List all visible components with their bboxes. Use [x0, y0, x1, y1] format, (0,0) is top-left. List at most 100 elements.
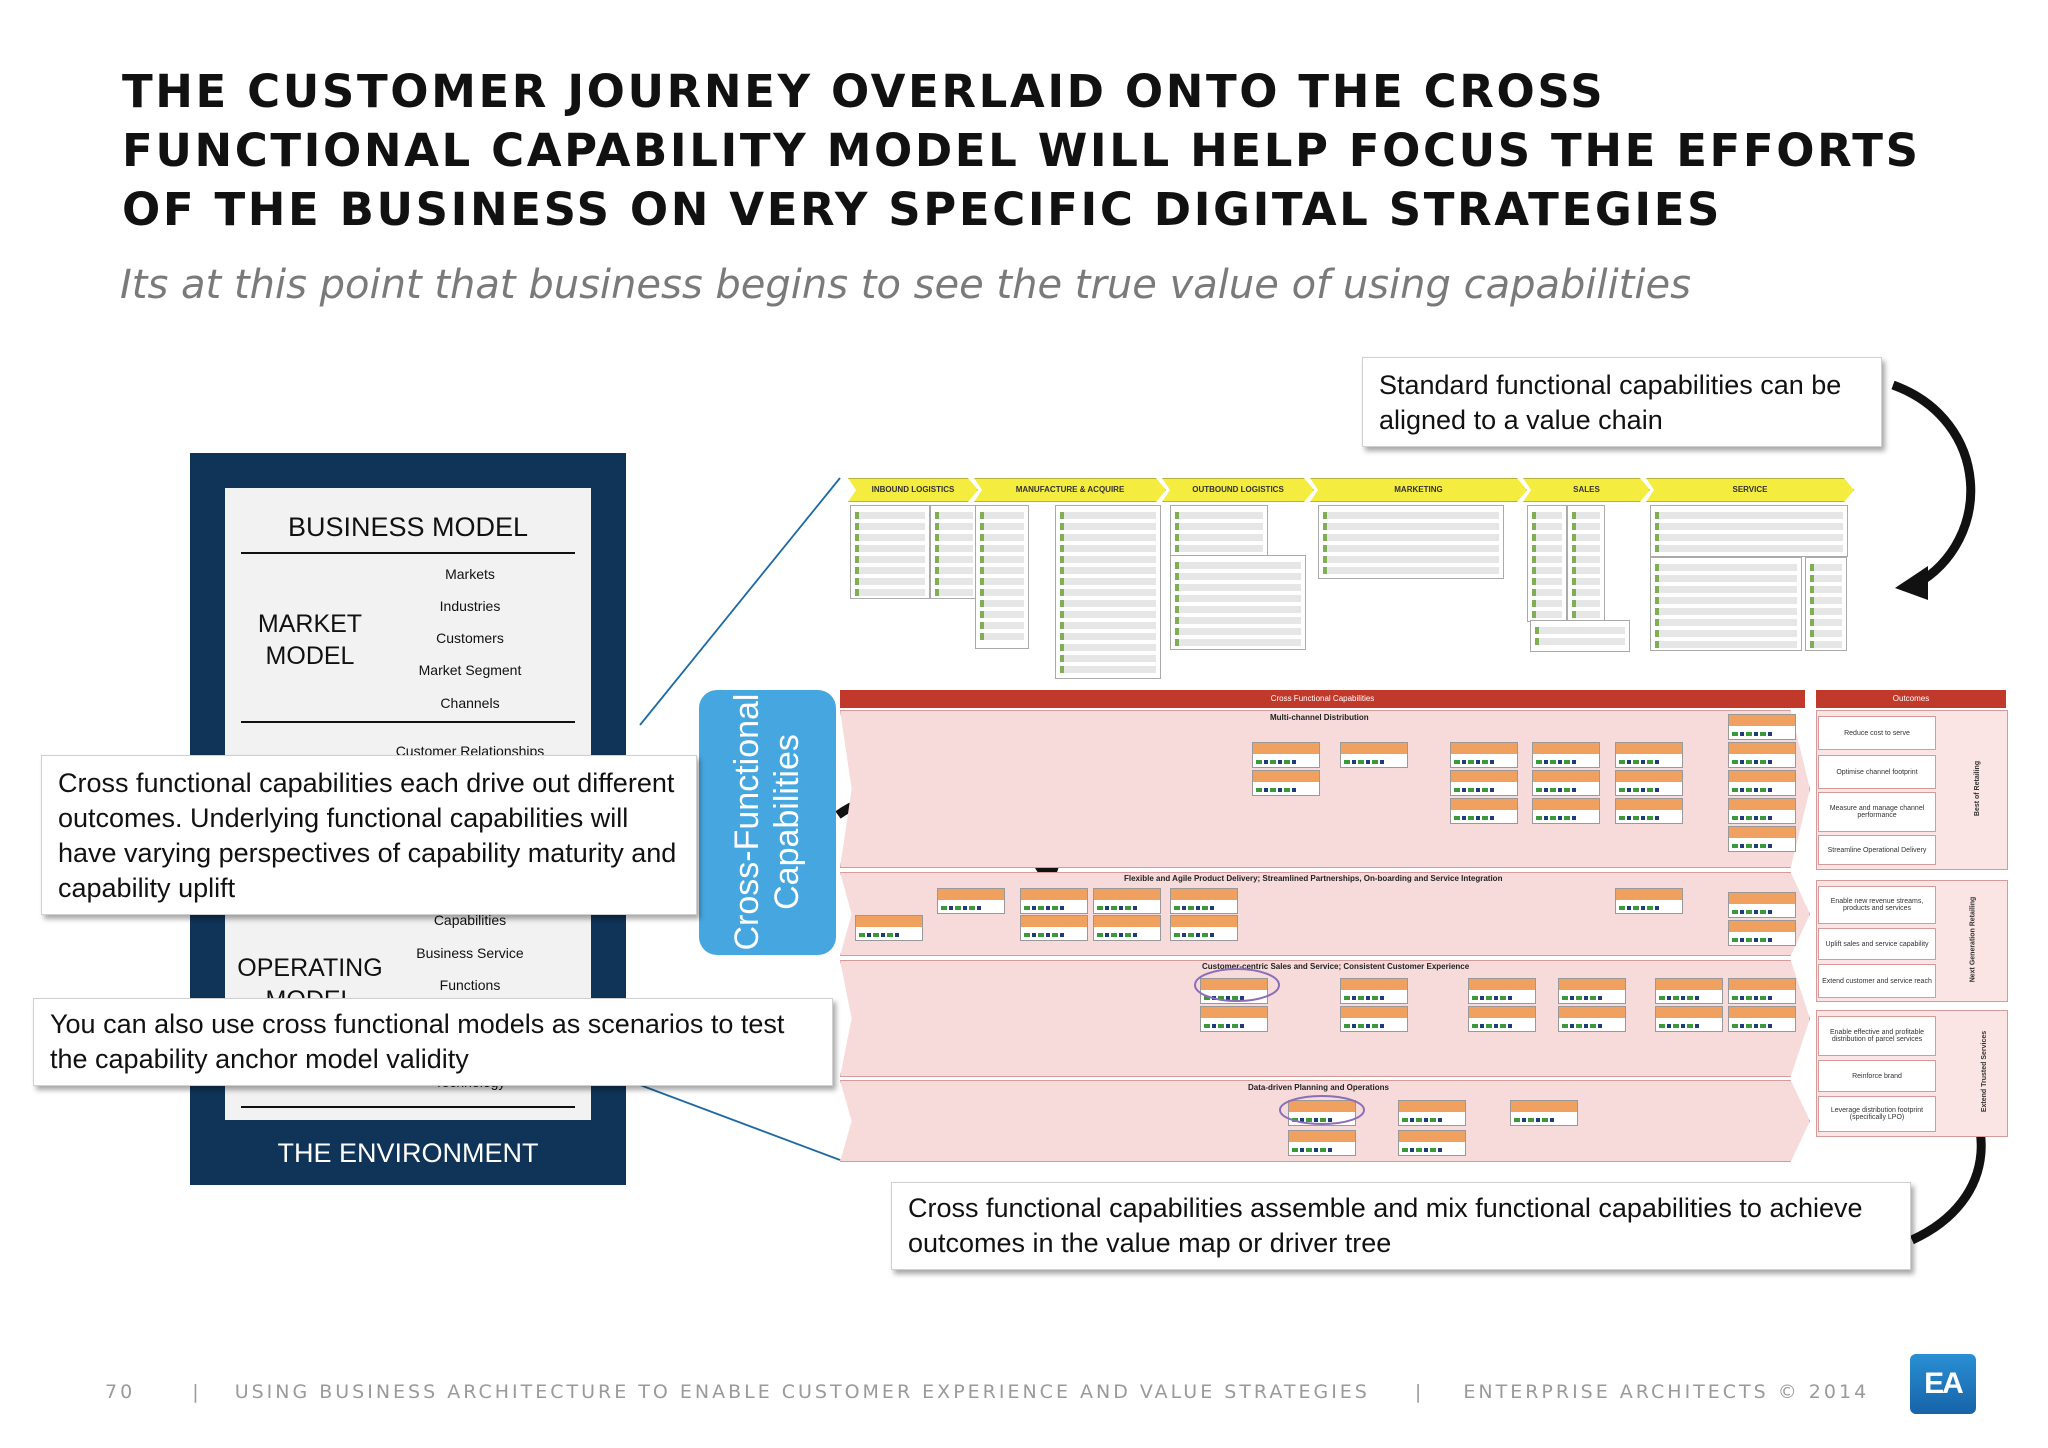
capability-item — [1323, 556, 1499, 563]
capability-item — [855, 534, 925, 541]
capability-item — [935, 556, 973, 563]
outcome-item: Extend customer and service reach — [1818, 964, 1936, 998]
zoom-line-bottom — [639, 1084, 841, 1161]
capability-item — [1572, 600, 1600, 607]
capability-group — [1170, 555, 1306, 650]
capability-item — [1572, 578, 1600, 585]
capability-item — [1655, 564, 1797, 571]
capability-item — [935, 545, 973, 552]
capability-card — [1558, 1006, 1626, 1032]
footer-separator: | — [1414, 1381, 1425, 1403]
capability-item — [1810, 575, 1842, 582]
capability-group — [1530, 620, 1630, 652]
capability-item — [1060, 556, 1156, 563]
capability-item — [1572, 523, 1600, 530]
capability-item — [1810, 564, 1842, 571]
capability-item — [1655, 534, 1843, 541]
callout-assemble: Cross functional capabilities assemble a… — [891, 1182, 1911, 1270]
cf-band-label: Flexible and Agile Product Delivery; Str… — [1124, 874, 1503, 883]
capability-item — [980, 523, 1024, 530]
capability-item — [1323, 534, 1499, 541]
capability-item — [935, 512, 973, 519]
capability-card — [1728, 798, 1796, 824]
capability-item — [855, 567, 925, 574]
capability-item — [980, 534, 1024, 541]
capability-card — [1340, 742, 1408, 768]
ea-logo: EA — [1910, 1354, 1976, 1414]
capability-card — [1532, 798, 1600, 824]
page-subtitle: Its at this point that business begins t… — [120, 262, 1691, 308]
capability-card — [855, 915, 923, 941]
capability-item — [980, 633, 1024, 640]
value-chain-stage: OUTBOUND LOGISTICS — [1162, 478, 1314, 502]
capability-item — [1060, 567, 1156, 574]
capability-card — [1532, 770, 1600, 796]
capability-card — [1093, 915, 1161, 941]
capability-item — [1655, 545, 1843, 552]
capability-group — [1527, 505, 1567, 622]
capability-card — [1728, 892, 1796, 918]
cross-functional-pill: Cross-Functional Capabilities — [699, 690, 836, 955]
capability-item — [1655, 586, 1797, 593]
capability-item — [980, 589, 1024, 596]
capability-item — [1060, 589, 1156, 596]
capability-item — [855, 512, 925, 519]
footer-title: USING BUSINESS ARCHITECTURE TO ENABLE CU… — [234, 1381, 1370, 1403]
capability-item — [1572, 512, 1600, 519]
capability-card — [1252, 742, 1320, 768]
capability-item — [980, 512, 1024, 519]
capability-card — [1615, 798, 1683, 824]
footer-separator: | — [192, 1381, 202, 1403]
outcome-item: Reduce cost to serve — [1818, 716, 1936, 750]
market-item: Market Segment — [418, 662, 522, 678]
capability-item — [1175, 628, 1301, 635]
capability-group — [1805, 557, 1847, 651]
capability-item — [1810, 619, 1842, 626]
capability-card — [937, 888, 1005, 914]
capability-card — [1450, 770, 1518, 796]
capability-item — [855, 578, 925, 585]
capability-item — [980, 556, 1024, 563]
capability-item — [980, 545, 1024, 552]
capability-item — [1060, 512, 1156, 519]
outcome-group-label: Next Generation Retailing — [1969, 896, 1977, 983]
capability-card — [1450, 742, 1518, 768]
capability-item — [1655, 630, 1797, 637]
callout-outcomes: Cross functional capabilities each drive… — [41, 755, 697, 915]
capability-item — [1655, 597, 1797, 604]
market-item: Customers — [436, 630, 504, 646]
capability-item — [1572, 567, 1600, 574]
capability-card — [1558, 978, 1626, 1004]
capability-card — [1728, 920, 1796, 946]
operating-item: Functions — [439, 977, 501, 993]
capability-item — [1655, 575, 1797, 582]
operating-item: Business Service — [416, 945, 524, 961]
capability-item — [1175, 562, 1301, 569]
capability-item — [1060, 600, 1156, 607]
capability-item — [1175, 512, 1263, 519]
value-chain-arrowhead — [1895, 566, 1928, 600]
capability-item — [980, 600, 1024, 607]
capability-card — [1398, 1130, 1466, 1156]
capability-card — [1728, 770, 1796, 796]
capability-item — [1535, 638, 1625, 645]
capability-item — [1175, 545, 1263, 552]
capability-item — [1060, 523, 1156, 530]
capability-item — [1323, 523, 1499, 530]
capability-item — [1532, 556, 1562, 563]
capability-card — [1615, 770, 1683, 796]
capability-item — [1532, 611, 1562, 618]
capability-item — [980, 622, 1024, 629]
capability-item — [1572, 611, 1600, 618]
capability-item — [1175, 595, 1301, 602]
callout-value-chain: Standard functional capabilities can be … — [1362, 357, 1882, 447]
capability-group — [1567, 505, 1605, 622]
capability-item — [855, 545, 925, 552]
capability-item — [935, 523, 973, 530]
capability-item — [1060, 611, 1156, 618]
outcome-item: Leverage distribution footprint (specifi… — [1818, 1096, 1936, 1132]
operating-item: Capabilities — [433, 912, 507, 928]
value-chain-stage: INBOUND LOGISTICS — [848, 478, 978, 502]
capability-item — [1535, 627, 1625, 634]
